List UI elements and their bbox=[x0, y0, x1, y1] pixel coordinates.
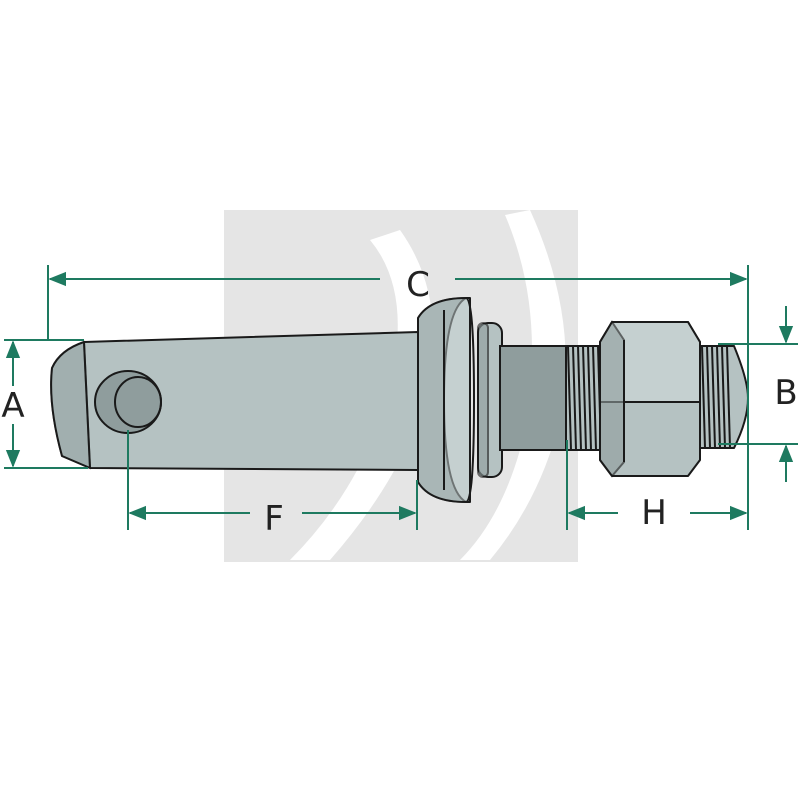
thread-ridge bbox=[701, 345, 706, 449]
thread-ridge bbox=[711, 345, 716, 449]
dim-label-b: B bbox=[774, 373, 797, 413]
threaded-end bbox=[699, 345, 749, 449]
dim-label-a: A bbox=[1, 386, 24, 426]
dim-label-f: F bbox=[264, 499, 284, 539]
thread-ridge bbox=[706, 345, 711, 449]
thread-ridge bbox=[587, 345, 592, 451]
pin-body bbox=[50, 331, 419, 471]
thread-ridge bbox=[582, 345, 587, 451]
dimension-lines bbox=[4, 265, 798, 530]
dimension-labels: C A B F H bbox=[1, 265, 797, 539]
thread-ridge bbox=[592, 345, 597, 451]
dim-label-h: H bbox=[641, 493, 667, 533]
pin-hole bbox=[94, 370, 162, 434]
thread-ridges-right bbox=[701, 345, 731, 449]
thread-ridge bbox=[567, 345, 572, 451]
thread-ridge bbox=[721, 345, 726, 449]
washer bbox=[477, 322, 503, 478]
thread-ridge bbox=[577, 345, 582, 451]
thread-ridge bbox=[572, 345, 577, 451]
thread-ridge bbox=[716, 345, 721, 449]
thread-ridge bbox=[726, 345, 731, 449]
dim-label-c: C bbox=[406, 265, 430, 305]
hex-nut bbox=[599, 320, 701, 478]
pin-collar bbox=[417, 297, 476, 503]
